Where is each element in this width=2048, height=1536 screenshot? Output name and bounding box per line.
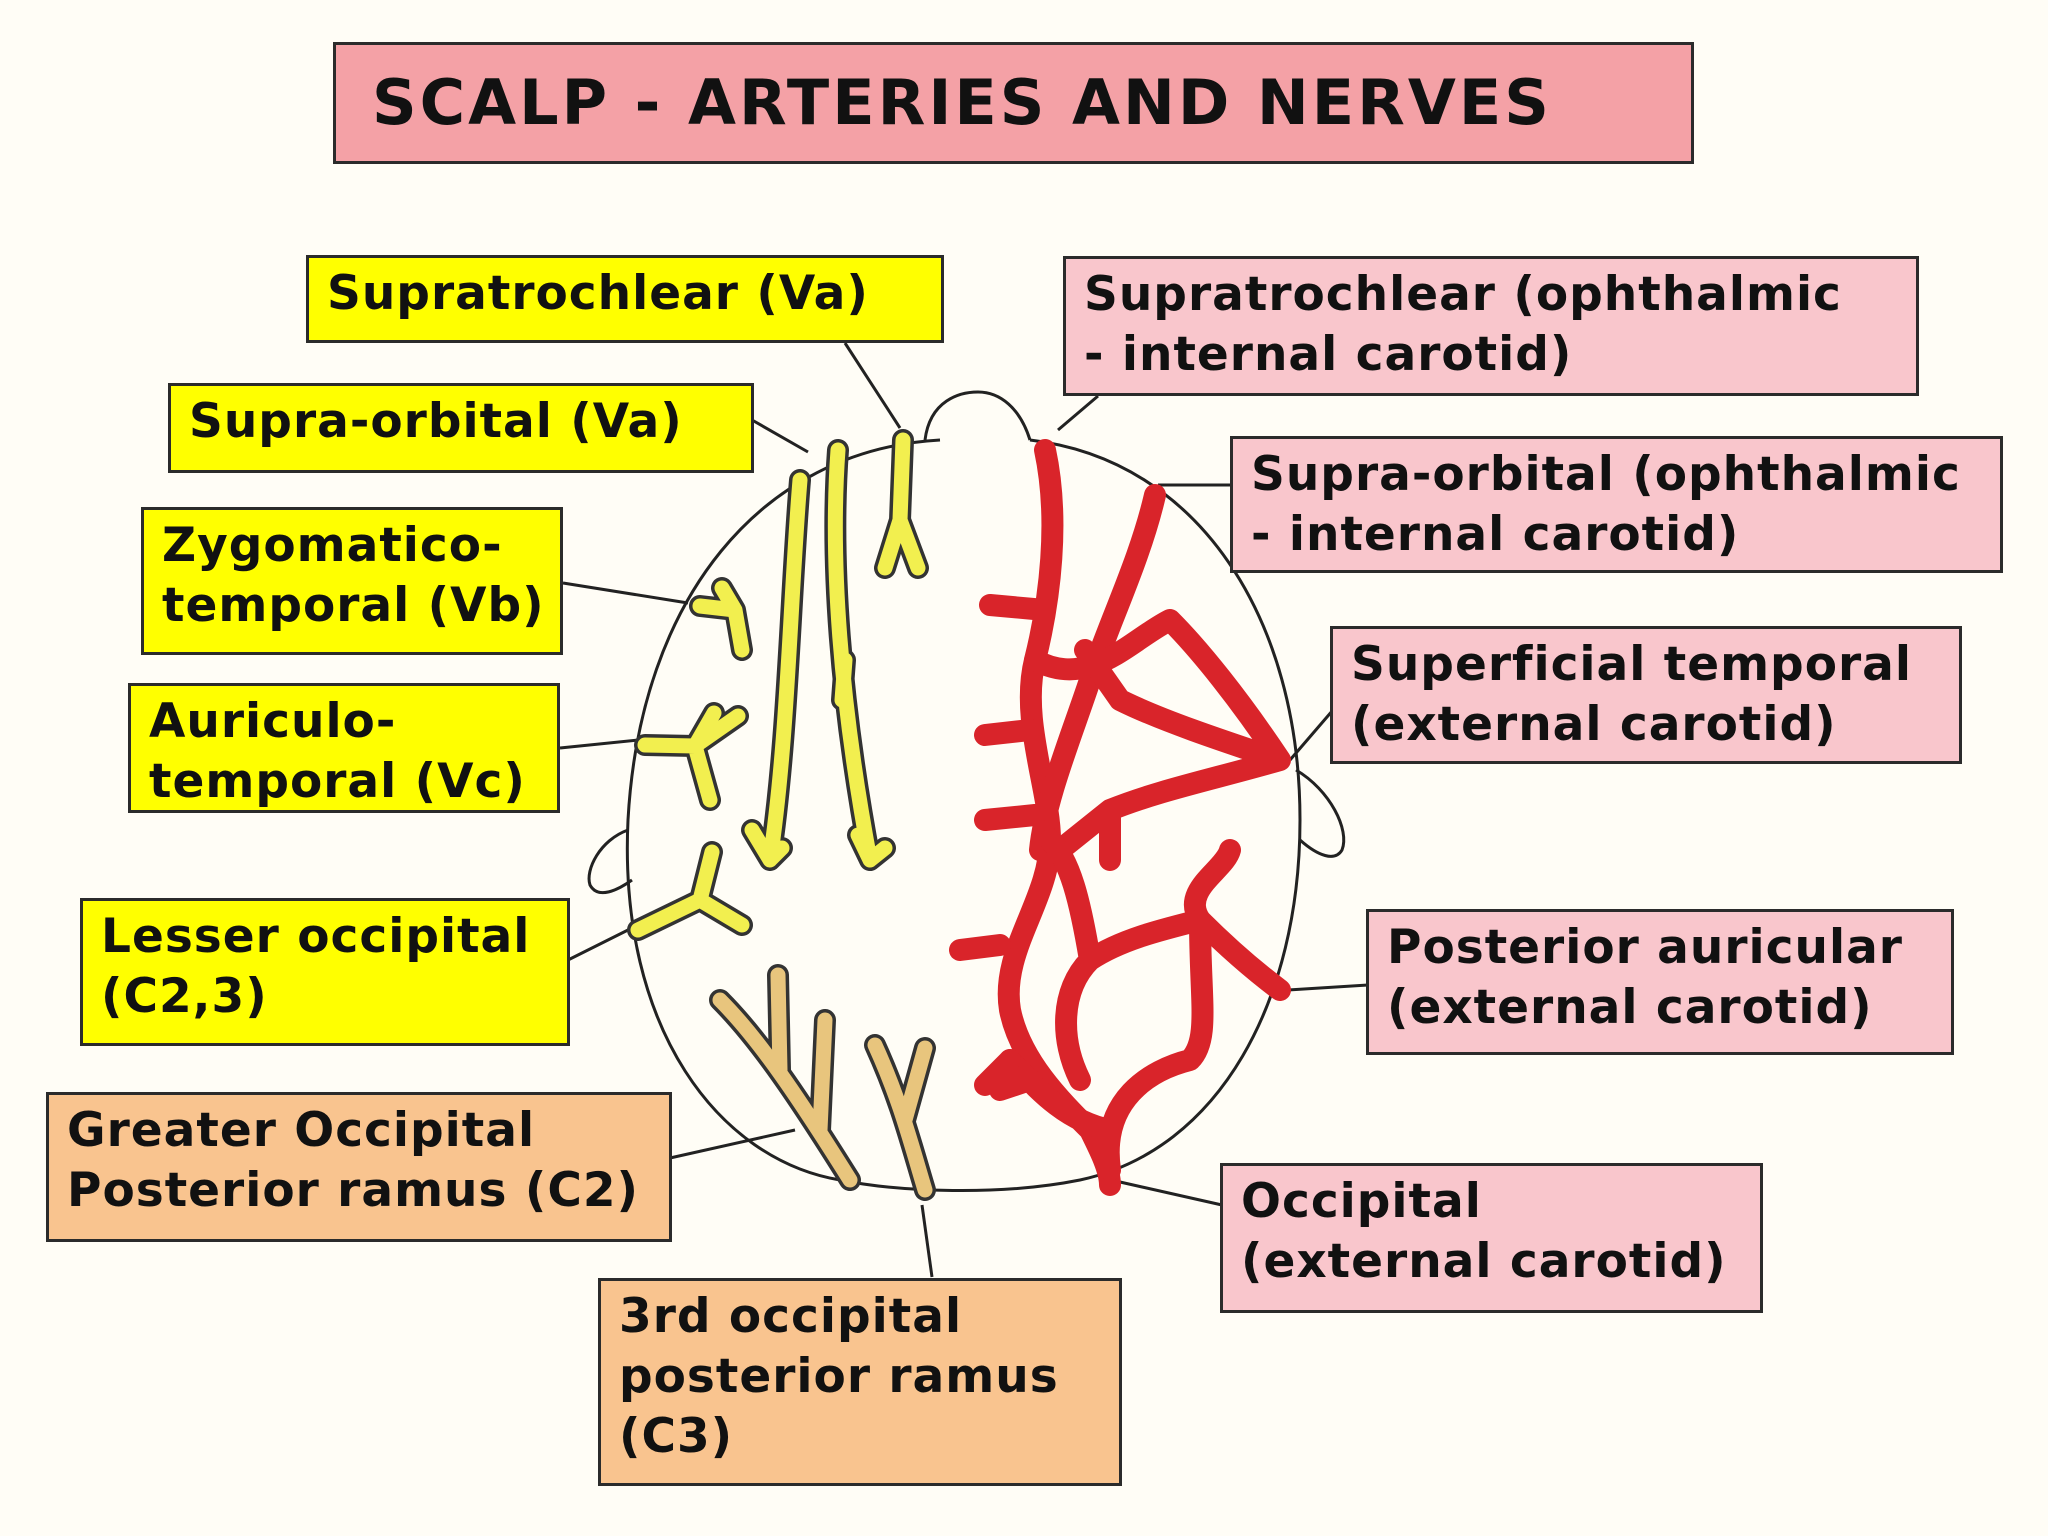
- right-ear-outline: [1295, 768, 1346, 858]
- head-outline: [587, 390, 1346, 1193]
- label-third-occipital-nerve: 3rd occipital posterior ramus (C3): [598, 1278, 1122, 1486]
- left-ear-outline: [587, 828, 633, 895]
- supratrochlear-nerve-branch: [877, 432, 926, 576]
- leader-zygomaticotemporal-nerve: [562, 581, 689, 605]
- supraorbital-nerve-branch-2: [827, 442, 893, 868]
- supraorbital-artery-branch: [1029, 484, 1166, 861]
- scalp-arteries: [949, 439, 1291, 1196]
- greater-occipital-nerve-branch: [712, 967, 858, 1188]
- superficial-temporal-artery-branch: [1024, 609, 1291, 871]
- supraorbital-nerve-branch: [744, 472, 808, 868]
- leader-auriculotemporal-nerve: [559, 738, 639, 750]
- label-zygomaticotemporal-nerve: Zygomatico- temporal (Vb): [141, 507, 563, 655]
- occipital-posterior-rami: [709, 964, 936, 1201]
- third-occipital-nerve-branch: [867, 1037, 933, 1198]
- scalp-outline: [625, 438, 1302, 1193]
- leader-occipital-artery: [1119, 1180, 1223, 1207]
- label-posterior-auricular-artery: Posterior auricular (external carotid): [1366, 909, 1954, 1055]
- label-superficial-temporal-artery: Superficial temporal (external carotid): [1330, 626, 1962, 764]
- artery-stubs: [949, 594, 1056, 1096]
- leader-third-occipital-nerve: [920, 1204, 934, 1278]
- leader-supraorbital-nerve: [751, 418, 809, 454]
- label-lesser-occipital-nerve: Lesser occipital (C2,3): [80, 898, 570, 1046]
- trigeminal-cervical-nerves: [627, 429, 929, 941]
- zygomaticotemporal-nerve-branch: [692, 580, 750, 658]
- posterior-auricular-artery-branch: [1039, 829, 1291, 1091]
- leader-superficial-temporal-artery: [1288, 709, 1335, 761]
- leader-supratrochlear-nerve: [843, 342, 902, 429]
- page-title: SCALP - ARTERIES AND NERVES: [333, 42, 1694, 164]
- label-auriculotemporal-nerve: Auriculo- temporal (Vc): [128, 683, 560, 813]
- leader-greater-occipital-nerve: [669, 1128, 796, 1160]
- leader-supratrochlear-artery: [1057, 394, 1099, 432]
- label-supraorbital-nerve: Supra-orbital (Va): [168, 383, 754, 473]
- label-supratrochlear-artery: Supratrochlear (ophthalmic - internal ca…: [1063, 256, 1919, 396]
- label-supratrochlear-nerve: Supratrochlear (Va): [306, 255, 944, 343]
- leader-lines: [559, 342, 1369, 1278]
- auriculotemporal-nerve-branch: [637, 705, 746, 808]
- leader-posterior-auricular-artery: [1287, 983, 1369, 992]
- nose-outline: [923, 390, 1032, 441]
- label-occipital-artery: Occipital (external carotid): [1220, 1163, 1763, 1313]
- lesser-occipital-nerve-branch: [630, 844, 750, 938]
- label-supraorbital-artery: Supra-orbital (ophthalmic - internal car…: [1230, 436, 2003, 573]
- label-greater-occipital-nerve: Greater Occipital Posterior ramus (C2): [46, 1092, 672, 1242]
- leader-lesser-occipital-nerve: [567, 926, 633, 962]
